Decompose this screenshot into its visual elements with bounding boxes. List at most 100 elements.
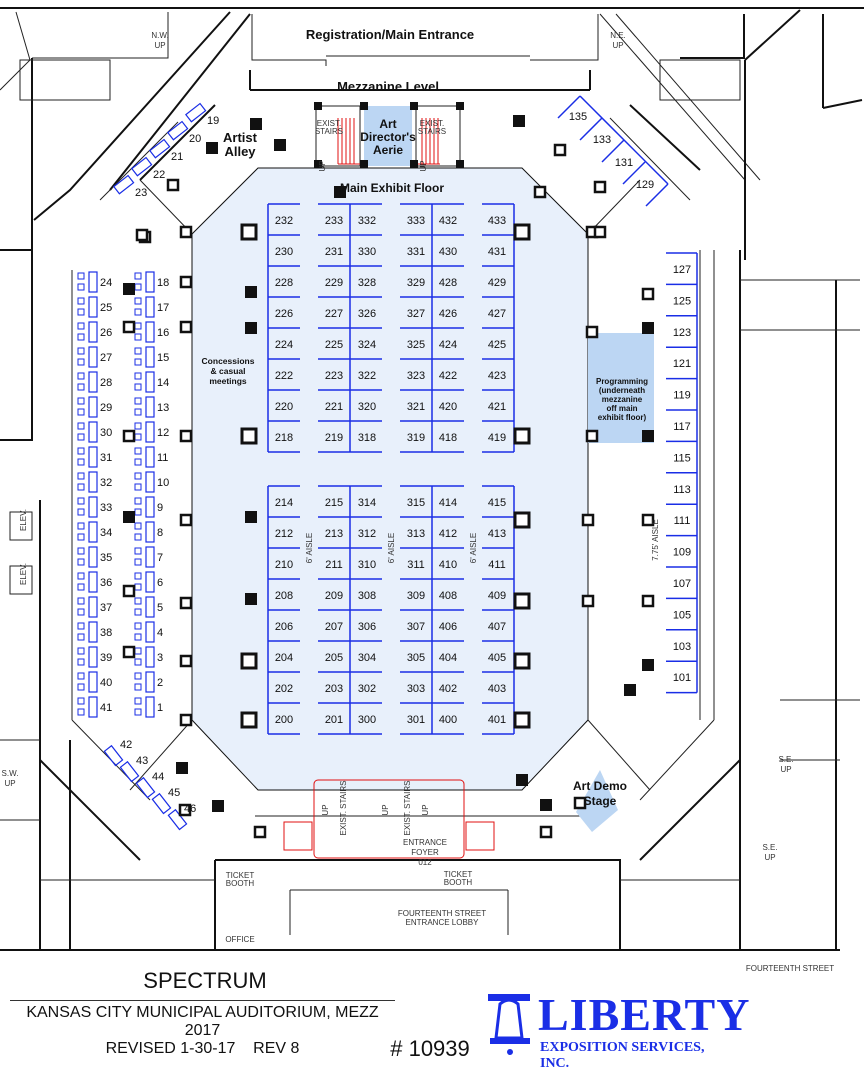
booth-number: 415 (488, 497, 506, 509)
booth-number: 422 (439, 370, 457, 382)
booth-number: 328 (358, 277, 376, 289)
artist-table (88, 371, 98, 393)
table-number: 36 (100, 577, 112, 589)
entrance-foyer-label: 012 (418, 858, 432, 867)
artist-table (145, 321, 155, 343)
artist-table (145, 346, 155, 368)
column-hollow (581, 594, 595, 608)
booth-number: 213 (325, 528, 343, 540)
chair (77, 422, 85, 430)
column-hollow (122, 645, 136, 659)
booth-number: 407 (488, 621, 506, 633)
table-number: 35 (100, 552, 112, 564)
table-number: 9 (157, 502, 163, 514)
programming-label: (underneath (599, 386, 645, 395)
booth-number: 309 (407, 590, 425, 602)
booth-number: 300 (358, 714, 376, 726)
table-number: 4 (157, 627, 163, 639)
booth-number: 423 (488, 370, 506, 382)
artist-table (119, 760, 140, 783)
chair (77, 297, 85, 305)
column-hollow (573, 796, 587, 810)
booth-number: 129 (636, 179, 654, 191)
table-number: 18 (157, 277, 169, 289)
chair (77, 647, 85, 655)
column-hollow (166, 178, 180, 192)
chair (134, 547, 142, 555)
ne-up-label: UP (612, 41, 623, 50)
chair (77, 508, 85, 516)
booth-number: 202 (275, 683, 293, 695)
table-number: 46 (184, 803, 196, 815)
booth-number: 400 (439, 714, 457, 726)
table-number: 34 (100, 527, 112, 539)
table-number: 1 (157, 702, 163, 714)
table-number: 11 (157, 452, 168, 464)
column-hollow (593, 180, 607, 194)
chair (77, 472, 85, 480)
table-number: 8 (157, 527, 163, 539)
booth-number: 333 (407, 215, 425, 227)
chair (77, 497, 85, 505)
booth-number: 204 (275, 652, 293, 664)
artist-table (145, 571, 155, 593)
booth-number: 232 (275, 215, 293, 227)
artist-table (145, 546, 155, 568)
booth-number: 207 (325, 621, 343, 633)
table-number: 39 (100, 652, 112, 664)
artist-table (88, 546, 98, 568)
sw-up-label: S.W. (2, 769, 19, 778)
table-number: 21 (171, 151, 183, 163)
chair (134, 683, 142, 691)
table-number: 20 (189, 133, 201, 145)
column-hollow (253, 825, 267, 839)
table-number: 10 (157, 477, 169, 489)
up-label: UP (381, 804, 390, 815)
chair (134, 533, 142, 541)
booth-number: 233 (325, 215, 343, 227)
chair (77, 333, 85, 341)
booth-divider (579, 117, 603, 141)
booth-number: 304 (358, 652, 376, 664)
art-demo-stage-label: Stage (584, 794, 617, 808)
booth-number: 224 (275, 339, 293, 351)
table-number: 16 (157, 327, 169, 339)
elevator-label: ELEV. (19, 563, 28, 585)
booth-number: 210 (275, 559, 293, 571)
artist-table (88, 621, 98, 643)
table-number: 3 (157, 652, 163, 664)
column-hollow (179, 320, 193, 334)
booth-number: 127 (673, 264, 691, 276)
booth-number: 312 (358, 528, 376, 540)
chair (134, 483, 142, 491)
booth-number: 226 (275, 308, 293, 320)
booth-number: 301 (407, 714, 425, 726)
table-number: 13 (157, 402, 169, 414)
table-number: 42 (120, 739, 132, 751)
art-demo-stage-area (576, 770, 618, 832)
column-hollow (135, 228, 149, 242)
booth-number: 428 (439, 277, 457, 289)
artist-table (88, 396, 98, 418)
artist-table (88, 346, 98, 368)
artist-table (145, 646, 155, 668)
aisle-label: 7.75' AISLE (651, 519, 660, 561)
booth-number: 230 (275, 246, 293, 258)
column-solid (642, 322, 654, 334)
table-number: 5 (157, 602, 163, 614)
chair (134, 608, 142, 616)
table-number: 32 (100, 477, 112, 489)
south-stairs (283, 779, 495, 859)
booth-number: 426 (439, 308, 457, 320)
chair (77, 372, 85, 380)
booth-number: 324 (358, 339, 376, 351)
aisle-label: 6' AISLE (305, 533, 314, 563)
artist-table (88, 571, 98, 593)
booth-divider (557, 95, 581, 119)
column-solid (513, 115, 525, 127)
booth-number: 227 (325, 308, 343, 320)
booth-number: 306 (358, 621, 376, 633)
booth-number: 111 (674, 515, 691, 527)
booth-divider (601, 139, 625, 163)
booth-number: 212 (275, 528, 293, 540)
